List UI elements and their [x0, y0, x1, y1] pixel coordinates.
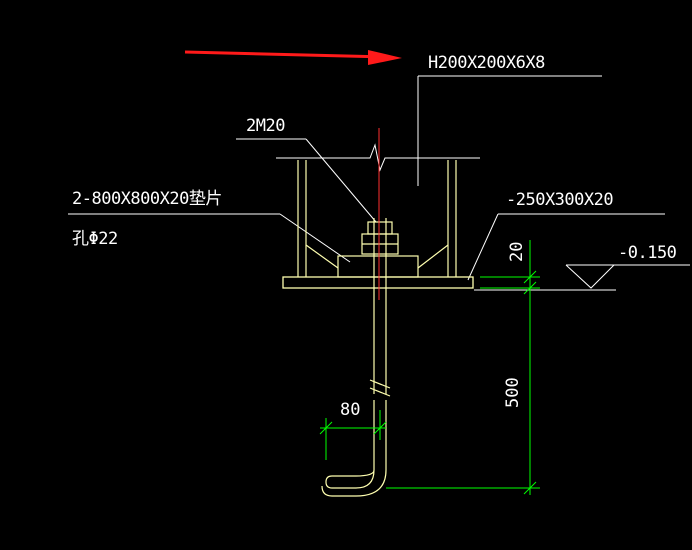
washer-plate — [305, 244, 449, 278]
break-line — [276, 143, 480, 172]
plate-label-group: -250X300X20 — [467, 190, 665, 281]
bolt-label: 2M20 — [246, 116, 285, 136]
bolt-nut — [361, 221, 399, 255]
dimension-plate-thickness: 20 — [480, 240, 540, 300]
dimension-anchor-depth: 500 — [386, 288, 540, 495]
hook-length-label: 80 — [340, 400, 360, 420]
dimension-hook-length: 80 — [319, 400, 387, 460]
steel-column — [297, 160, 457, 277]
elevation-marker: -0.150 — [474, 243, 690, 291]
section-label-group: H200X200X6X8 — [417, 53, 602, 186]
elevation-label: -0.150 — [618, 243, 677, 263]
washer-label: 2-800X800X20垫片 — [72, 189, 222, 209]
annotation-arrow — [184, 50, 402, 65]
anchor-depth-label: 500 — [503, 377, 523, 408]
plate-label: -250X300X20 — [506, 190, 613, 210]
bolt-label-group: 2M20 — [236, 116, 377, 223]
base-plate — [282, 276, 474, 289]
anchor-bolt — [321, 218, 391, 497]
plate-thickness-label: 20 — [507, 242, 527, 262]
hole-label: 孔Φ22 — [72, 229, 118, 249]
section-label: H200X200X6X8 — [428, 53, 545, 73]
washer-label-group: 2-800X800X20垫片 孔Φ22 — [68, 189, 351, 263]
